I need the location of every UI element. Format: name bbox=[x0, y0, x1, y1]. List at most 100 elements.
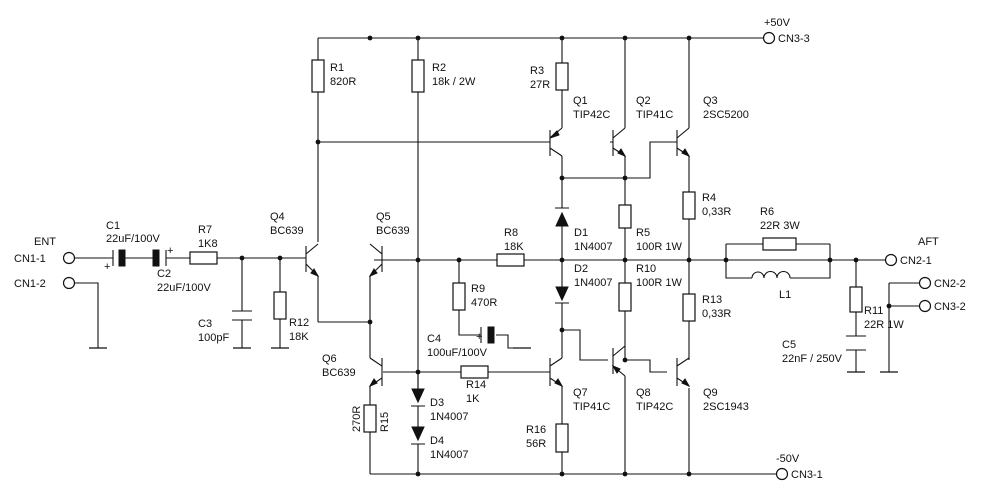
r10-ref: R10 bbox=[636, 263, 656, 275]
capacitor-c2-plate-neg bbox=[152, 249, 160, 267]
r6-value: 22R 3W bbox=[760, 220, 800, 232]
conn-cn1-1-label: CN1-1 bbox=[14, 253, 46, 265]
r8-value: 18K bbox=[504, 241, 524, 253]
q8-ref: Q8 bbox=[636, 387, 651, 399]
c5-ref: C5 bbox=[782, 339, 796, 351]
r3-value: 27R bbox=[530, 79, 550, 91]
resistor-r16-body bbox=[555, 423, 569, 453]
resistor-r10-body bbox=[618, 282, 632, 312]
transistor-q2 bbox=[610, 127, 627, 158]
transistor-q8 bbox=[611, 345, 626, 388]
transistor-q7 bbox=[549, 357, 564, 388]
resistor-r8-body bbox=[496, 253, 525, 267]
c4-ref: C4 bbox=[427, 333, 441, 345]
c3-value: 100pF bbox=[198, 332, 229, 344]
q7-ref: Q7 bbox=[573, 387, 588, 399]
r3-ref: R3 bbox=[530, 65, 544, 77]
connector-cn2-1 bbox=[884, 253, 898, 267]
resistor-r6-body bbox=[762, 237, 797, 251]
junctions bbox=[239, 35, 892, 477]
resistor-r7-body bbox=[189, 251, 218, 265]
connector-cn1-2 bbox=[62, 276, 76, 290]
r14-value: 1K bbox=[466, 393, 480, 405]
q8-type: TIP42C bbox=[636, 401, 673, 413]
resistor-r3-body bbox=[555, 62, 569, 91]
transistor-q4 bbox=[305, 243, 320, 278]
resistor-r1-body bbox=[311, 59, 325, 93]
q5-ref: Q5 bbox=[376, 211, 391, 223]
r10-value: 100R 1W bbox=[636, 277, 682, 289]
r13-value: 0,33R bbox=[702, 308, 731, 320]
q4-type: BC639 bbox=[270, 225, 304, 237]
supply-pos-label: +50V bbox=[764, 17, 791, 29]
diode-d1 bbox=[555, 207, 569, 227]
d3-ref: D3 bbox=[430, 397, 444, 409]
capacitor-symbols bbox=[112, 249, 866, 351]
connector-cn1-1 bbox=[62, 251, 76, 265]
r12-ref: R12 bbox=[289, 317, 309, 329]
capacitor-c1-plate-neg bbox=[118, 249, 126, 267]
q9-ref: Q9 bbox=[703, 387, 718, 399]
capacitor-c3-plates bbox=[232, 310, 252, 321]
r4-value: 0,33R bbox=[702, 206, 731, 218]
r2-ref: R2 bbox=[432, 62, 446, 74]
r4-ref: R4 bbox=[702, 192, 716, 204]
r5-value: 100R 1W bbox=[636, 241, 682, 253]
labels: +50V CN3-3 -50V CN3-1 ENT CN1-1 CN1-2 AF… bbox=[14, 17, 966, 481]
r6-ref: R6 bbox=[760, 206, 774, 218]
r9-ref: R9 bbox=[471, 283, 485, 295]
q2-type: TIP41C bbox=[636, 109, 673, 121]
q9-type: 2SC1943 bbox=[703, 401, 749, 413]
d4-ref: D4 bbox=[430, 435, 444, 447]
output-label: AFT bbox=[918, 236, 939, 248]
r2-value: 18k / 2W bbox=[432, 76, 476, 88]
transistor-symbols bbox=[305, 127, 691, 388]
conn-cn2-2-label: CN2-2 bbox=[934, 278, 966, 290]
conn-cn2-1-label: CN2-1 bbox=[900, 255, 932, 267]
r9-value: 470R bbox=[471, 297, 497, 309]
conn-cn1-2-label: CN1-2 bbox=[14, 278, 46, 290]
q7-type: TIP41C bbox=[573, 401, 610, 413]
connector-cn2-2 bbox=[918, 276, 932, 290]
transistor-q9 bbox=[676, 357, 691, 388]
resistor-r15-body bbox=[363, 404, 377, 433]
diode-d3 bbox=[411, 388, 425, 407]
grounds bbox=[89, 347, 898, 373]
resistor-r4-body bbox=[682, 191, 696, 220]
r12-value: 18K bbox=[289, 331, 309, 343]
r5-ref: R5 bbox=[636, 227, 650, 239]
resistor-r5-body bbox=[618, 204, 632, 229]
c1-ref: C1 bbox=[106, 220, 120, 232]
conn-cn3-2-label: CN3-2 bbox=[934, 301, 966, 313]
d3-type: 1N4007 bbox=[430, 411, 469, 423]
connector-cn3-3 bbox=[762, 31, 776, 45]
conn-cn3-3-label: CN3-3 bbox=[778, 33, 810, 45]
r13-ref: R13 bbox=[702, 294, 722, 306]
resistor-r2-body bbox=[411, 59, 425, 93]
supply-neg-label: -50V bbox=[776, 453, 800, 465]
r16-ref: R16 bbox=[526, 424, 546, 436]
resistor-r13-body bbox=[682, 293, 696, 322]
d2-ref: D2 bbox=[574, 263, 588, 275]
q1-type: TIP42C bbox=[573, 109, 610, 121]
resistor-bodies bbox=[189, 59, 863, 453]
c3-ref: C3 bbox=[198, 318, 212, 330]
d1-ref: D1 bbox=[574, 227, 588, 239]
r15-ref: R15 bbox=[379, 412, 391, 432]
transistor-q3 bbox=[667, 127, 691, 158]
l1-ref: L1 bbox=[779, 289, 791, 301]
c1-polarity: + bbox=[104, 261, 110, 273]
capacitor-c5-plates bbox=[846, 335, 866, 351]
c2-polarity: + bbox=[167, 245, 173, 257]
r14-ref: R14 bbox=[466, 379, 486, 391]
r1-value: 820R bbox=[330, 76, 356, 88]
q1-ref: Q1 bbox=[573, 95, 588, 107]
transistor-q6 bbox=[368, 357, 383, 388]
inductor-l1 bbox=[751, 270, 791, 279]
r11-ref: R11 bbox=[864, 305, 883, 317]
q6-ref: Q6 bbox=[322, 353, 337, 365]
r7-ref: R7 bbox=[198, 224, 212, 236]
r7-value: 1K8 bbox=[198, 238, 218, 250]
d2-type: 1N4007 bbox=[574, 277, 613, 289]
